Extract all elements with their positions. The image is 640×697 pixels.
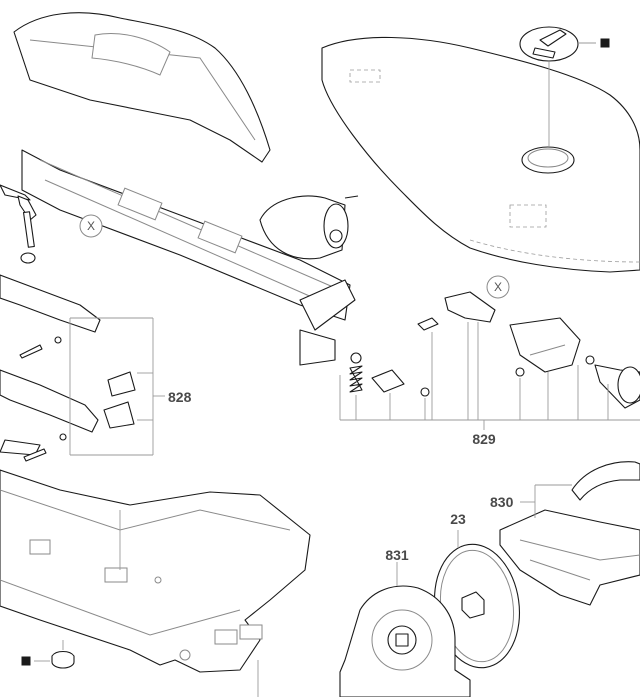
saw-table	[321, 36, 640, 273]
x-marker-text: X	[87, 219, 95, 233]
x-marker-left: X	[79, 214, 103, 238]
blade-guard	[499, 461, 640, 606]
label-828: 828	[168, 389, 192, 405]
x-marker-right: X	[486, 275, 510, 299]
marker-square-top	[600, 38, 610, 48]
blade-housing	[339, 562, 471, 697]
linkage-parts	[0, 184, 165, 462]
marker-square-bottom	[21, 656, 31, 666]
label-829: 829	[472, 431, 496, 447]
label-830: 830	[490, 494, 514, 510]
table-insert	[519, 26, 610, 147]
saw-blade	[433, 530, 521, 669]
x-marker-text: X	[494, 280, 502, 294]
bevel-parts	[339, 291, 640, 430]
base-plate	[0, 469, 311, 697]
label-831: 831	[385, 547, 409, 563]
upper-housing	[13, 12, 359, 366]
label-23: 23	[450, 511, 466, 527]
